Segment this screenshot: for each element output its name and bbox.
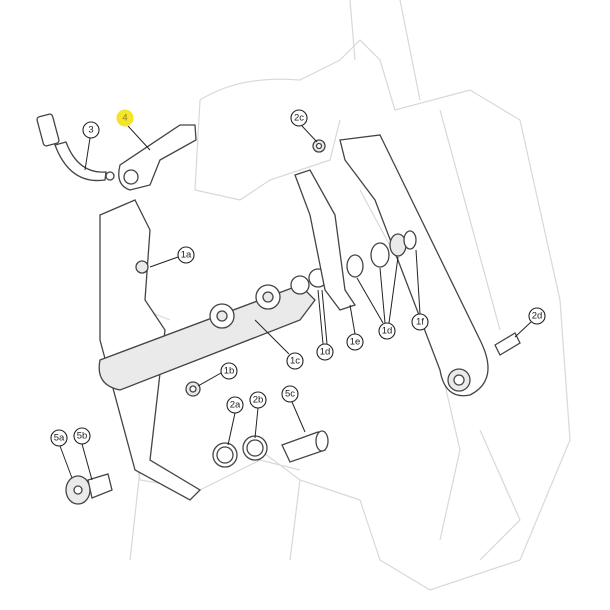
bolt-part-5a-5b: [65, 473, 113, 505]
callout-label: 2c: [294, 113, 304, 124]
bracket-part-4: [118, 124, 197, 191]
callout-1b: 1b: [220, 362, 238, 380]
brake-hose-part-3: [36, 113, 115, 182]
callout-5c: 5c: [281, 385, 299, 403]
callout-circle: [220, 362, 238, 380]
callout-1a: 1a: [177, 246, 195, 264]
callout-1c: 1c: [286, 352, 304, 370]
callout-label: 3: [88, 125, 93, 136]
callout-label: 1c: [290, 356, 300, 367]
bolt-part-1b: [185, 381, 201, 397]
callout-label: 5c: [285, 389, 295, 400]
plate-part-1e: [294, 169, 357, 311]
callout-label: 2a: [230, 400, 241, 411]
callouts: 4 3 2c 1a 1b 1c 1d 1e 1d 1f 2d 2a 2b 5c 5a 5b: [50, 109, 546, 447]
callout-circle: [249, 391, 267, 409]
callout-circle: [286, 352, 304, 370]
callout-label: 4: [122, 113, 127, 124]
callout-label: 2d: [532, 311, 543, 322]
callout-label: 1d: [382, 326, 393, 337]
callout-label: 1d: [320, 347, 331, 358]
leader-lines: [59, 125, 532, 481]
callout-label: 5a: [54, 433, 65, 444]
callout-label: 1f: [416, 317, 424, 328]
callout-1e: 1e: [346, 333, 364, 351]
callout-circle: [528, 307, 546, 325]
callout-2c: 2c: [290, 109, 308, 127]
callout-label: 5b: [77, 431, 88, 442]
callout-circle: [378, 322, 396, 340]
callout-circle: [281, 385, 299, 403]
callout-4: 4: [116, 109, 134, 127]
callout-circle: [411, 313, 429, 331]
callout-2b: 2b: [249, 391, 267, 409]
callout-circle: [177, 246, 195, 264]
callout-circle: [73, 427, 91, 445]
callout-circle: [50, 429, 68, 447]
callout-circle: [82, 121, 100, 139]
rocker-link: [339, 134, 489, 397]
callout-1d: 1d: [378, 322, 396, 340]
washers-part-1d: [346, 230, 417, 278]
callout-label: 2b: [253, 395, 264, 406]
callout-5a: 5a: [50, 429, 68, 447]
axle-part-5c: [281, 430, 329, 463]
callout-circle: [116, 109, 134, 127]
callout-circle: [346, 333, 364, 351]
callout-label: 1e: [350, 337, 361, 348]
callout-label: 1a: [181, 250, 192, 261]
callout-circle: [290, 109, 308, 127]
callout-1f: 1f: [411, 313, 429, 331]
springs-part-2a-2b: [212, 435, 268, 468]
callout-label: 1b: [224, 366, 235, 377]
callout-2a: 2a: [226, 396, 244, 414]
pivot-axle: [98, 268, 328, 391]
bushing-part-2c: [312, 139, 326, 153]
callout-circle: [226, 396, 244, 414]
callout-circle: [316, 343, 334, 361]
callout-3: 3: [82, 121, 100, 139]
callout-5b: 5b: [73, 427, 91, 445]
bushing-part-2d: [494, 332, 521, 356]
callout-2d: 2d: [528, 307, 546, 325]
callout-1d: 1d: [316, 343, 334, 361]
